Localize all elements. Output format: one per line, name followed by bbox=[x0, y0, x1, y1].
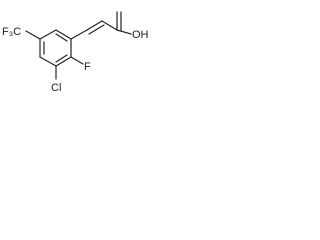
ring-fluoro-substituent: F bbox=[70, 56, 91, 73]
alkene-double-bond bbox=[88, 24, 105, 35]
cf3-label: F₃C bbox=[2, 26, 21, 38]
ring-bond bbox=[39, 29, 57, 40]
carboxyl-label: OH bbox=[132, 29, 149, 41]
carbonyl-carbon-bond bbox=[101, 20, 118, 31]
alkene-bond bbox=[86, 20, 103, 31]
chloro-substituent: Cl bbox=[51, 65, 61, 94]
acrylic-acid-chain: OH bbox=[70, 11, 149, 41]
benzene-ring bbox=[39, 29, 72, 67]
ring-double-bond bbox=[55, 33, 68, 42]
chemical-structure-diagram: F₃C OH F Cl bbox=[2, 11, 149, 94]
cf3-bond bbox=[25, 30, 41, 40]
fluoro-bond bbox=[70, 56, 84, 65]
chloro-label: Cl bbox=[51, 82, 61, 94]
ring-double-bond bbox=[55, 54, 68, 63]
fluoro-label: F bbox=[84, 61, 91, 73]
vinyl-bond bbox=[70, 29, 88, 40]
ring-bond bbox=[39, 56, 57, 67]
ring-bond bbox=[55, 56, 72, 67]
trifluoromethyl-group: F₃C bbox=[2, 26, 41, 40]
chemical-structure-canvas: F₃C OH F Cl bbox=[0, 0, 159, 94]
hydroxyl-bond bbox=[116, 29, 132, 35]
ring-bond bbox=[55, 29, 72, 40]
